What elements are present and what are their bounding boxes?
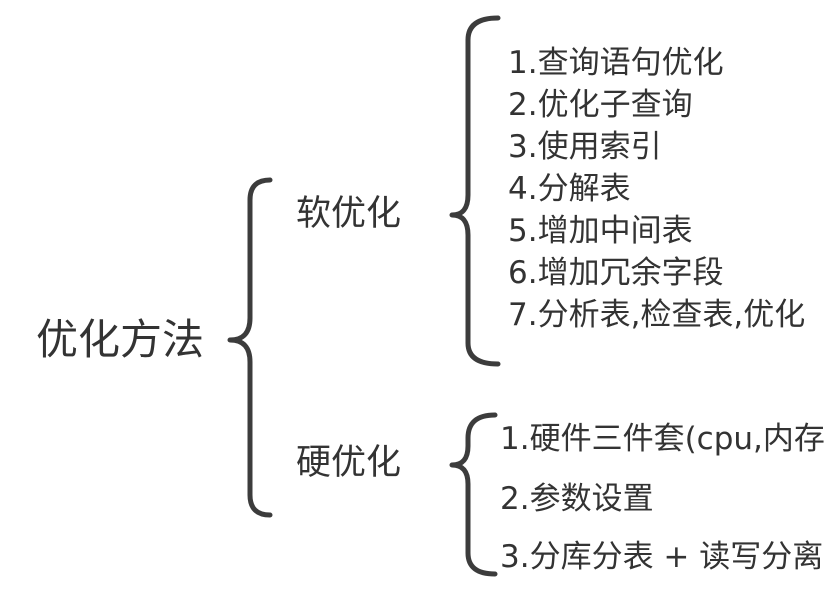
soft-item-3: 3.使用索引	[508, 129, 662, 165]
branch-hard-optimization: 硬优化	[296, 443, 402, 483]
soft-item-4: 4.分解表	[508, 171, 631, 207]
soft-item-2: 2.优化子查询	[508, 87, 693, 123]
root-node: 优化方法	[36, 315, 205, 364]
root-bracket	[227, 177, 273, 518]
soft-item-1: 1.查询语句优化	[508, 45, 724, 81]
soft-item-5: 5.增加中间表	[508, 213, 693, 249]
hard-item-2: 2.参数设置	[500, 481, 654, 517]
soft-item-7: 7.分析表,检查表,优化	[508, 297, 806, 333]
soft-item-6: 6.增加冗余字段	[508, 255, 724, 291]
branch-soft-optimization: 软优化	[296, 194, 402, 234]
hard-item-3: 3.分库分表 + 读写分离	[500, 539, 824, 575]
hard-item-1: 1.硬件三件套(cpu,内存	[500, 421, 825, 457]
hard-bracket	[449, 412, 498, 577]
soft-bracket	[449, 15, 501, 367]
